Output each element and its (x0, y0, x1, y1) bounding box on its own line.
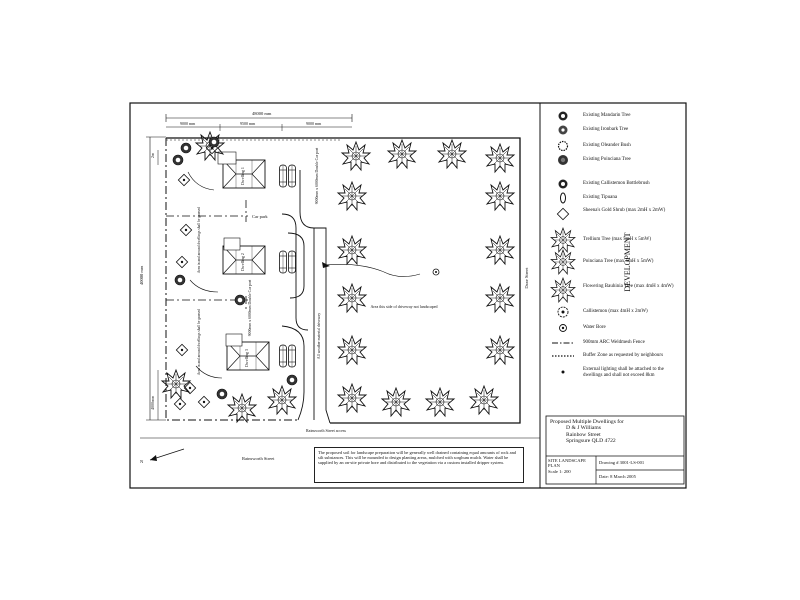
landscape-tree (485, 335, 515, 365)
small-dimension-label: 4000mm (150, 395, 155, 410)
landscape-tree (267, 385, 297, 415)
legend-label: Existing Ironbark Tree (583, 127, 629, 132)
landscape-tree (485, 181, 515, 211)
landscape-tree (485, 143, 515, 173)
mandarin-tree-icon (558, 111, 568, 121)
poinciana-tree-icon (558, 155, 568, 165)
gold-shrub-icon (556, 207, 570, 221)
sheet-title: SITE LANDSCAPE PLAN (548, 458, 586, 469)
legend-label: Poinciana Tree (max 5mH x 5mW) (583, 259, 654, 264)
cars (279, 164, 296, 368)
landscape-tree (337, 283, 367, 313)
landscape-tree (425, 387, 455, 417)
landscape-tree (337, 235, 367, 265)
dwelling-2: Dwelling 2 (222, 237, 266, 275)
landscape-tree (227, 393, 257, 423)
landscape-tree (337, 383, 367, 413)
sheet-scale: Scale 1: 200 (548, 468, 571, 474)
svg-text:Dwelling 3: Dwelling 3 (244, 349, 249, 367)
segment-dimension: 9500 mm (240, 121, 256, 126)
ironbark-tree-icon (558, 125, 568, 135)
landscape-tree (341, 141, 371, 171)
sheet-border (129, 102, 687, 489)
rainsworth-access-label: Rainsworth Street access (306, 428, 346, 433)
landscaped-area-note: Area this side of driveway not landscape… (370, 304, 437, 309)
legend-label: Existing Oleander Bush (583, 143, 631, 148)
left-dimension-label: 40000 mm (139, 265, 144, 285)
dwelling-1: Dwelling 1 (217, 151, 266, 189)
poinciana-planted-icon (550, 249, 576, 275)
project-line: Proposed Multiple Dwellings for (550, 419, 624, 425)
drawing-number: Drawing # 3001-LS-001 (599, 460, 645, 465)
segment-dimension: 9000 mm (180, 121, 196, 126)
access-paths (187, 171, 223, 379)
legend-icons (550, 111, 576, 374)
suburb-line: Springsure QLD 4722 (566, 438, 616, 445)
bottlebrush-icon (558, 179, 568, 189)
dwelling-3: Dwelling 3 (225, 333, 270, 371)
driveway-marker (322, 262, 440, 277)
landscape-tree (485, 283, 515, 313)
svg-text:Dwelling 2: Dwelling 2 (240, 253, 245, 271)
svg-text:N: N (140, 459, 144, 464)
site-boundary (165, 137, 521, 424)
title-block-project: Proposed Multiple Dwellings for D & J Wi… (546, 416, 684, 456)
landscape-tree (381, 387, 411, 417)
legend-label: Existing Mandarin Tree (583, 113, 631, 118)
left-dimension: 40000 mm 2m 4000mm (139, 136, 166, 421)
bauhinia-tree-icon (550, 277, 576, 303)
legend-label: External lighting shall be attached to t… (583, 367, 664, 378)
landscape-tree (485, 235, 515, 265)
drawing-date: Date: 8 March 2005 (599, 474, 636, 479)
sheet-title-cell: SITE LANDSCAPE PLAN Scale 1: 200 (548, 458, 594, 484)
driveway-label: All weather material driveway (317, 313, 321, 359)
landscape-tree (437, 139, 467, 169)
overall-dimension: 48000 mm (252, 111, 272, 116)
grass-note-1: Area in and around dwellings shall be gr… (197, 207, 201, 273)
legend-label: Buffer Zone as requested by neighbours (583, 353, 664, 358)
water-bore-icon (559, 324, 567, 332)
client-line: D & J Williams (566, 425, 601, 432)
legend-label: Existing Tipuana (583, 195, 618, 200)
legend-label: Water Bore (583, 325, 606, 330)
title-block-frame (545, 415, 685, 485)
dane-street-label: Dane Street (524, 267, 529, 289)
lot-lines (166, 200, 248, 310)
soil-notes: The proposed soil for landscape preparat… (314, 447, 524, 483)
street-line: Rainbow Street (566, 431, 601, 438)
lighting-note-icon (561, 370, 565, 374)
car-park-label: Car park (252, 214, 268, 219)
legend-label: Flowering Bauhinia Tree (max 4mH x 4mW) (583, 284, 674, 289)
oleander-bush-icon (557, 140, 569, 152)
top-dimension: 48000 mm 9000 mm 9500 mm 9000 mm (165, 111, 353, 131)
driveway (281, 170, 331, 424)
development-watermark: DEVELOPMENT (623, 232, 632, 291)
rainsworth-street-label: Rainsworth Street (242, 456, 275, 461)
callistemon-icon (557, 306, 569, 318)
landscape-tree (387, 139, 417, 169)
carport-label-top: 9000mm x 6000mm Double Car port (315, 147, 319, 204)
landscape-tree (469, 385, 499, 415)
legend-label: Existing Callistemon Bottlebrush (583, 181, 650, 186)
landscape-tree (337, 181, 367, 211)
legend-label: Sheena's Gold Shrub (max 2mH x 2mW) (583, 208, 666, 213)
landscape-tree (337, 335, 367, 365)
segment-dimension: 9000 mm (306, 121, 322, 126)
grass-note-2: Area in and around dwellings shall be gr… (197, 309, 201, 375)
north-arrow: N (140, 448, 185, 464)
legend-label: Callistemon (max 4mH x 2mW) (583, 309, 648, 314)
legend-label: Trellium Tree (max 5mH x 5mW) (583, 237, 652, 242)
legend-label: Existing Poinciana Tree (583, 157, 631, 162)
trellium-tree-icon (550, 227, 576, 253)
legend-label: 900mm ARC Weldmesh Fence (583, 340, 645, 345)
svg-text:Dwelling 1: Dwelling 1 (240, 167, 245, 185)
small-dimension-label: 2m (150, 152, 155, 158)
tipuana-icon (560, 192, 566, 204)
carport-label-mid: 9000mm x 6000mm Double Car port (248, 279, 252, 336)
